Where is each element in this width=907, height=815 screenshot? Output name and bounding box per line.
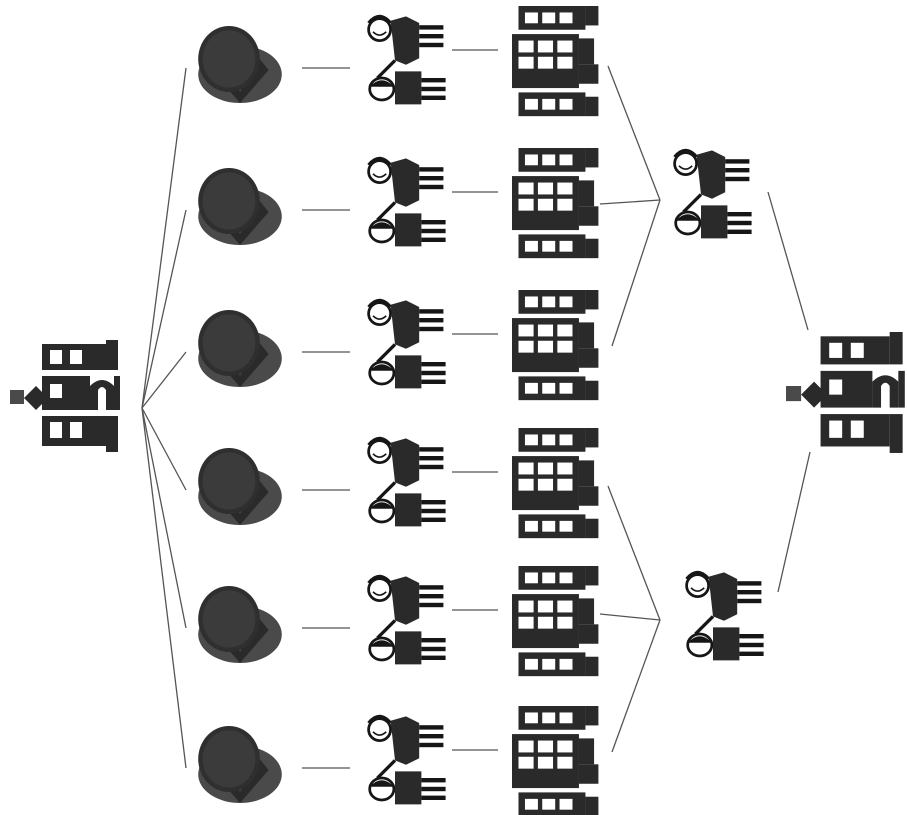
edge-building-to-merge [607, 485, 661, 621]
student-pair-icon [684, 570, 766, 663]
apartment-building-icon [512, 566, 599, 677]
edge-building-to-merge [611, 199, 661, 347]
apartment-building-icon [512, 290, 599, 401]
apartment-building-icon [512, 428, 599, 539]
edges-group [141, 49, 811, 769]
teacher-icon [198, 310, 282, 387]
student-pair-icon [366, 156, 448, 249]
apartment-building-icon [512, 706, 599, 815]
teacher-icon [198, 26, 282, 103]
nodes-group [10, 6, 905, 815]
edge-school-to-teacher [141, 407, 187, 769]
student-pair-icon [366, 714, 448, 807]
edge-building-to-merge [599, 613, 661, 621]
apartment-building-icon [512, 148, 599, 259]
teacher-icon [198, 168, 282, 245]
student-pair-icon [672, 148, 754, 241]
apartment-building-icon [512, 6, 599, 117]
edge-building-to-merge [611, 619, 661, 753]
teacher-icon [198, 586, 282, 663]
edge-merge-to-school [767, 191, 809, 331]
edge-building-to-merge [607, 65, 661, 201]
edge-school-to-teacher [141, 351, 187, 409]
school-building-icon [10, 340, 120, 452]
student-pair-icon [366, 14, 448, 107]
student-pair-icon [366, 574, 448, 667]
student-pair-icon [366, 298, 448, 391]
teacher-icon [198, 448, 282, 525]
teacher-icon [198, 726, 282, 803]
edge-school-to-teacher [141, 67, 187, 409]
edge-school-to-teacher [141, 407, 187, 491]
edge-merge-to-school [777, 451, 811, 593]
edge-building-to-merge [599, 199, 661, 205]
edge-school-to-teacher [141, 407, 187, 629]
student-pair-icon [366, 436, 448, 529]
edge-school-to-teacher [141, 209, 187, 409]
school-building-icon [786, 332, 905, 453]
